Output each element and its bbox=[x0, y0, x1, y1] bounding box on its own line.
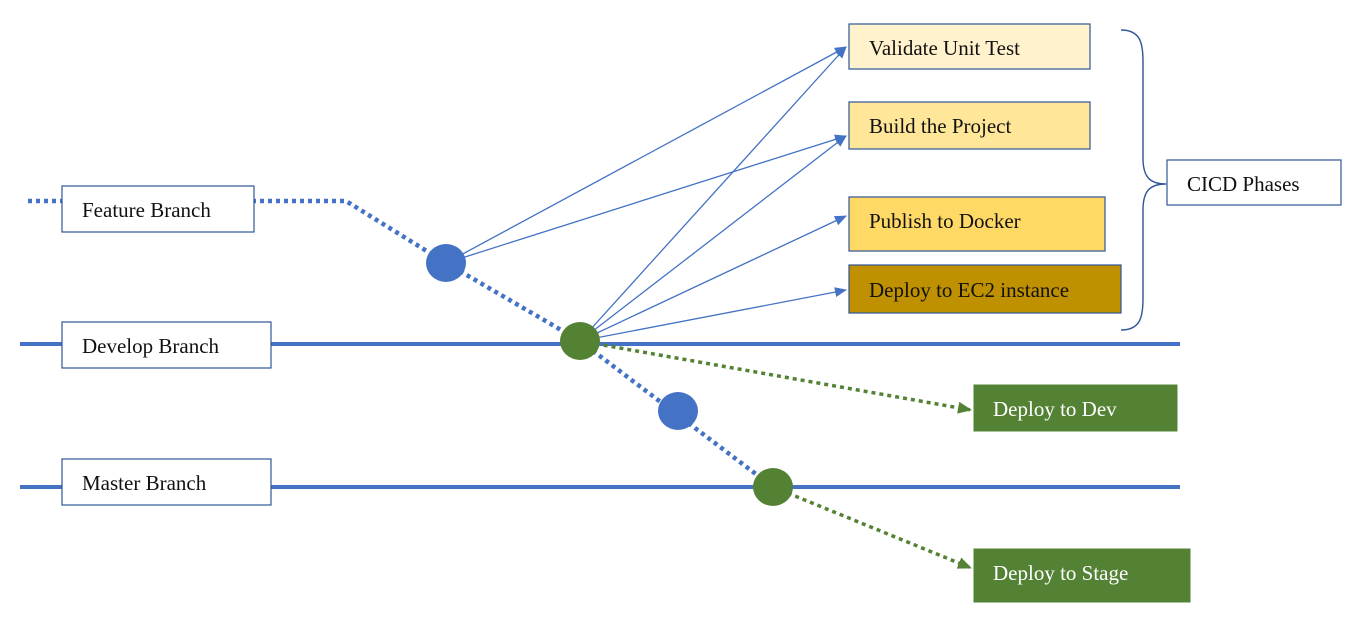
develop-branch-label: Develop Branch bbox=[82, 334, 220, 358]
develop-to-validate-arrow bbox=[579, 46, 847, 342]
phase-build-label: Build the Project bbox=[869, 114, 1011, 138]
deploy-dev-arrow bbox=[579, 339, 972, 414]
deploy-stage-arrow bbox=[772, 485, 972, 570]
feature-to-build-arrow bbox=[445, 134, 847, 264]
feature-to-develop-merge bbox=[444, 261, 582, 343]
feature-branch-box: Feature Branch bbox=[61, 185, 255, 233]
feature-commit-node bbox=[426, 244, 466, 282]
feature-to-validate-arrow bbox=[445, 46, 847, 264]
cicd-phases-brace bbox=[1120, 29, 1167, 331]
intermediate-commit-node bbox=[658, 392, 698, 430]
phase-publish-box: Publish to Docker bbox=[848, 196, 1106, 252]
develop-to-build-arrow bbox=[579, 135, 847, 342]
deploy-dev-box: Deploy to Dev bbox=[973, 384, 1178, 432]
master-commit-node bbox=[753, 468, 793, 506]
develop-to-publish-arrow bbox=[579, 215, 847, 342]
phase-build-box: Build the Project bbox=[848, 101, 1091, 150]
develop-to-ec2-arrow bbox=[579, 287, 847, 342]
phase-validate-label: Validate Unit Test bbox=[869, 36, 1020, 60]
cicd-phases-box: CICD Phases bbox=[1166, 159, 1342, 206]
master-branch-label: Master Branch bbox=[82, 471, 207, 495]
develop-branch-box: Develop Branch bbox=[61, 321, 272, 369]
master-branch-box: Master Branch bbox=[61, 458, 272, 506]
phase-publish-label: Publish to Docker bbox=[869, 209, 1021, 233]
phase-ec2-box: Deploy to EC2 instance bbox=[848, 264, 1122, 314]
deploy-stage-label: Deploy to Stage bbox=[993, 561, 1128, 585]
phase-ec2-label: Deploy to EC2 instance bbox=[869, 278, 1069, 302]
deploy-stage-box: Deploy to Stage bbox=[973, 548, 1191, 603]
cicd-phases-label: CICD Phases bbox=[1187, 172, 1300, 196]
deploy-dev-label: Deploy to Dev bbox=[993, 397, 1117, 421]
feature-branch-label: Feature Branch bbox=[82, 198, 211, 222]
phase-validate-box: Validate Unit Test bbox=[848, 23, 1091, 70]
develop-commit-node bbox=[560, 322, 600, 360]
